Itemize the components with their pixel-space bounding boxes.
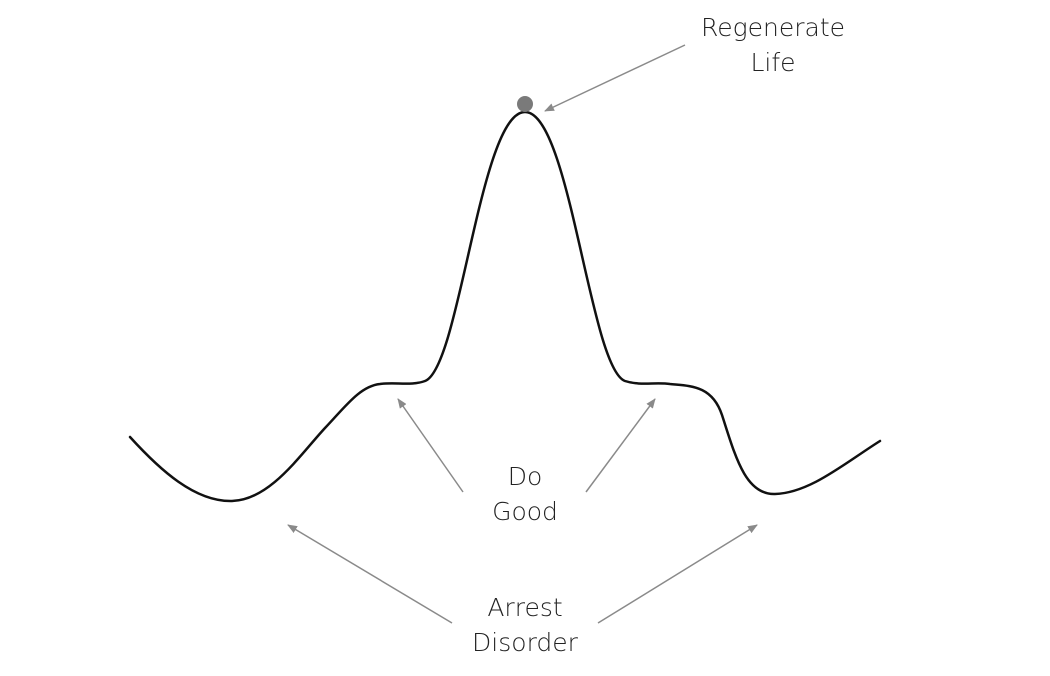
arrow-arrest-disorder-right [597, 524, 758, 624]
label-do-good-line2: Good [492, 497, 558, 526]
wave-curve [128, 110, 882, 503]
label-do-good: Do Good [455, 459, 595, 529]
label-arrest-line1: Arrest [487, 593, 563, 622]
label-regenerate-line2: Life [750, 48, 796, 77]
label-regenerate-line1: Regenerate [700, 13, 846, 42]
label-arrest-disorder: Arrest Disorder [445, 590, 605, 660]
label-arrest-line2: Disorder [472, 628, 578, 657]
label-regenerate-life: Regenerate Life [688, 10, 858, 80]
arrow-do-good-left [397, 398, 464, 493]
arrow-arrest-disorder-left [287, 524, 453, 624]
label-do-good-line1: Do [507, 462, 543, 491]
peak-marker [517, 96, 533, 112]
arrow-do-good-right [585, 398, 656, 493]
arrow-regenerate-life [544, 44, 686, 112]
